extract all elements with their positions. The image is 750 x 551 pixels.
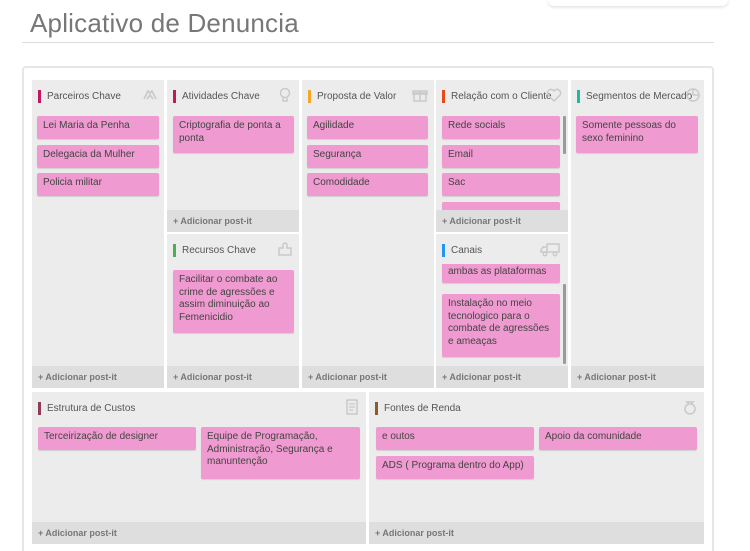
post-it[interactable]: Equipe de Programação, Administração, Se… [201,427,360,479]
block-title: Relação com o Cliente [442,90,552,103]
block-title: Parceiros Chave [38,90,121,103]
post-it[interactable]: Terceirização de designer [38,427,196,450]
lightbulb-icon [276,86,294,104]
post-it[interactable]: ambas as plataformas [442,264,560,283]
post-it[interactable]: Comodidade [307,173,428,196]
post-it[interactable]: Policia militar [37,173,159,196]
block-canais: Canais ambas as plataformas Instalação n… [436,234,568,388]
block-proposta-de-valor: Proposta de Valor Agilidade Segurança Co… [302,80,434,388]
scrollbar[interactable] [563,116,566,154]
block-title: Estrutura de Custos [38,402,135,415]
post-it[interactable]: Delegacia da Mulher [37,145,159,168]
post-it[interactable]: Criptografia de ponta a ponta [173,116,294,153]
post-it[interactable]: Rede socials [442,116,560,139]
scrollbar[interactable] [563,284,566,364]
add-post-it-button[interactable]: + Adicionar post-it [571,366,704,388]
pie-chart-icon [684,86,702,104]
money-bag-icon [681,398,699,416]
post-it[interactable]: Somente pessoas do sexo feminino [576,116,698,153]
puzzle-icon [276,240,294,258]
post-it[interactable]: Facilitar o combate ao crime de agressõe… [173,270,294,333]
add-post-it-button[interactable]: + Adicionar post-it [436,210,568,232]
post-it[interactable]: Email [442,145,560,168]
post-it-list[interactable]: ambas as plataformas Instalação no meio … [436,264,568,366]
block-title: Proposta de Valor [308,90,396,103]
add-post-it-button[interactable]: + Adicionar post-it [32,522,366,544]
post-it[interactable]: Segurança [307,145,428,168]
page-title: Aplicativo de Denuncia [30,8,299,38]
block-recursos-chave: Recursos Chave Facilitar o combate ao cr… [167,234,299,388]
block-title: Segmentos de Mercado [577,90,692,103]
add-post-it-button[interactable]: + Adicionar post-it [32,366,164,388]
business-model-canvas: Parceiros Chave Lei Maria da Penha Deleg… [22,66,714,551]
post-it-list[interactable]: Rede socials Email Sac [436,114,568,210]
handshake-icon [141,86,159,104]
post-it[interactable]: Lei Maria da Penha [37,116,159,139]
document-icon [343,398,361,416]
add-post-it-button[interactable]: + Adicionar post-it [167,210,299,232]
add-post-it-button[interactable]: + Adicionar post-it [302,366,434,388]
add-post-it-button[interactable]: + Adicionar post-it [167,366,299,388]
post-it[interactable]: e outos [376,427,534,450]
title-divider [22,42,714,43]
block-fontes-de-renda: Fontes de Renda e outos Apoio da comunid… [369,392,704,544]
post-it[interactable]: Apoio da comunidade [539,427,697,450]
add-post-it-button[interactable]: + Adicionar post-it [436,366,568,388]
block-estrutura-de-custos: Estrutura de Custos Terceirização de des… [32,392,366,544]
top-panel-tab [548,0,728,6]
post-it[interactable]: Agilidade [307,116,428,139]
post-it[interactable] [442,202,560,210]
block-atividades-chave: Atividades Chave Criptografia de ponta a… [167,80,299,232]
gift-icon [411,86,429,104]
block-segmentos-de-mercado: Segmentos de Mercado Somente pessoas do … [571,80,704,388]
add-post-it-button[interactable]: + Adicionar post-it [369,522,704,544]
truck-icon [539,240,563,258]
post-it[interactable]: Sac [442,173,560,196]
block-parceiros-chave: Parceiros Chave Lei Maria da Penha Deleg… [32,80,164,388]
post-it[interactable]: Instalação no meio tecnologico para o co… [442,294,560,357]
block-title: Recursos Chave [173,244,256,257]
block-title: Fontes de Renda [375,402,461,415]
heart-icon [545,86,563,104]
block-title: Canais [442,244,482,257]
block-relacao-com-o-cliente: Relação com o Cliente Rede socials Email… [436,80,568,232]
post-it[interactable]: ADS ( Programa dentro do App) [376,456,534,479]
block-title: Atividades Chave [173,90,260,103]
